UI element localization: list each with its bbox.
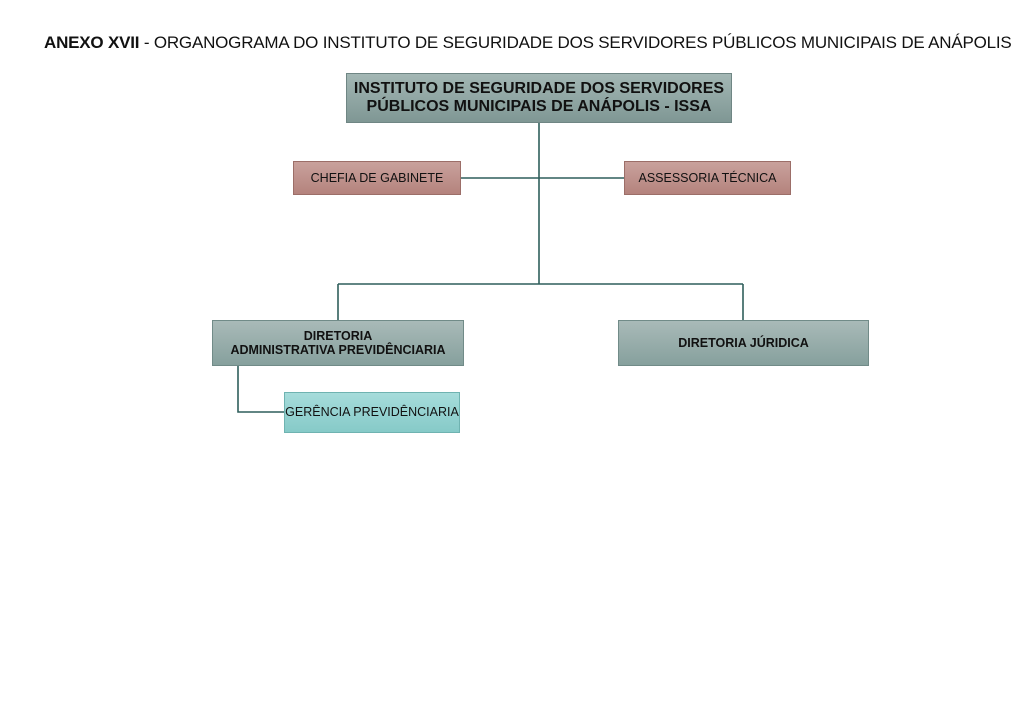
org-chefia-gabinete: CHEFIA DE GABINETE (293, 161, 461, 195)
gerencia-label: GERÊNCIA PREVIDÊNCIARIA (285, 405, 459, 420)
org-root-line-1: INSTITUTO DE SEGURIDADE DOS SERVIDORES (353, 79, 725, 97)
assessoria-label: ASSESSORIA TÉCNICA (638, 170, 777, 185)
org-assessoria-tecnica: ASSESSORIA TÉCNICA (624, 161, 791, 195)
page-title: ANEXO XVII - ORGANOGRAMA DO INSTITUTO DE… (44, 33, 1012, 53)
dir-admin-line-2: ADMINISTRATIVA PREVIDÊNCIARIA (230, 343, 446, 357)
dir-legal-label: DIRETORIA JÚRIDICA (678, 335, 809, 350)
org-diretoria-juridica: DIRETORIA JÚRIDICA (618, 320, 869, 366)
title-text: - ORGANOGRAMA DO INSTITUTO DE SEGURIDADE… (139, 33, 1012, 52)
dir-admin-line-1: DIRETORIA (303, 328, 373, 343)
org-root-issa: INSTITUTO DE SEGURIDADE DOS SERVIDORES P… (346, 73, 732, 123)
org-gerencia-previdenciaria: GERÊNCIA PREVIDÊNCIARIA (284, 392, 460, 433)
org-diretoria-administrativa: DIRETORIA ADMINISTRATIVA PREVIDÊNCIARIA (212, 320, 464, 366)
org-root-line-2: PÚBLICOS MUNICIPAIS DE ANÁPOLIS - ISSA (366, 98, 712, 115)
chefia-label: CHEFIA DE GABINETE (310, 170, 444, 185)
annex-label: ANEXO XVII (44, 33, 140, 52)
connector-to-pension-management (237, 366, 284, 413)
